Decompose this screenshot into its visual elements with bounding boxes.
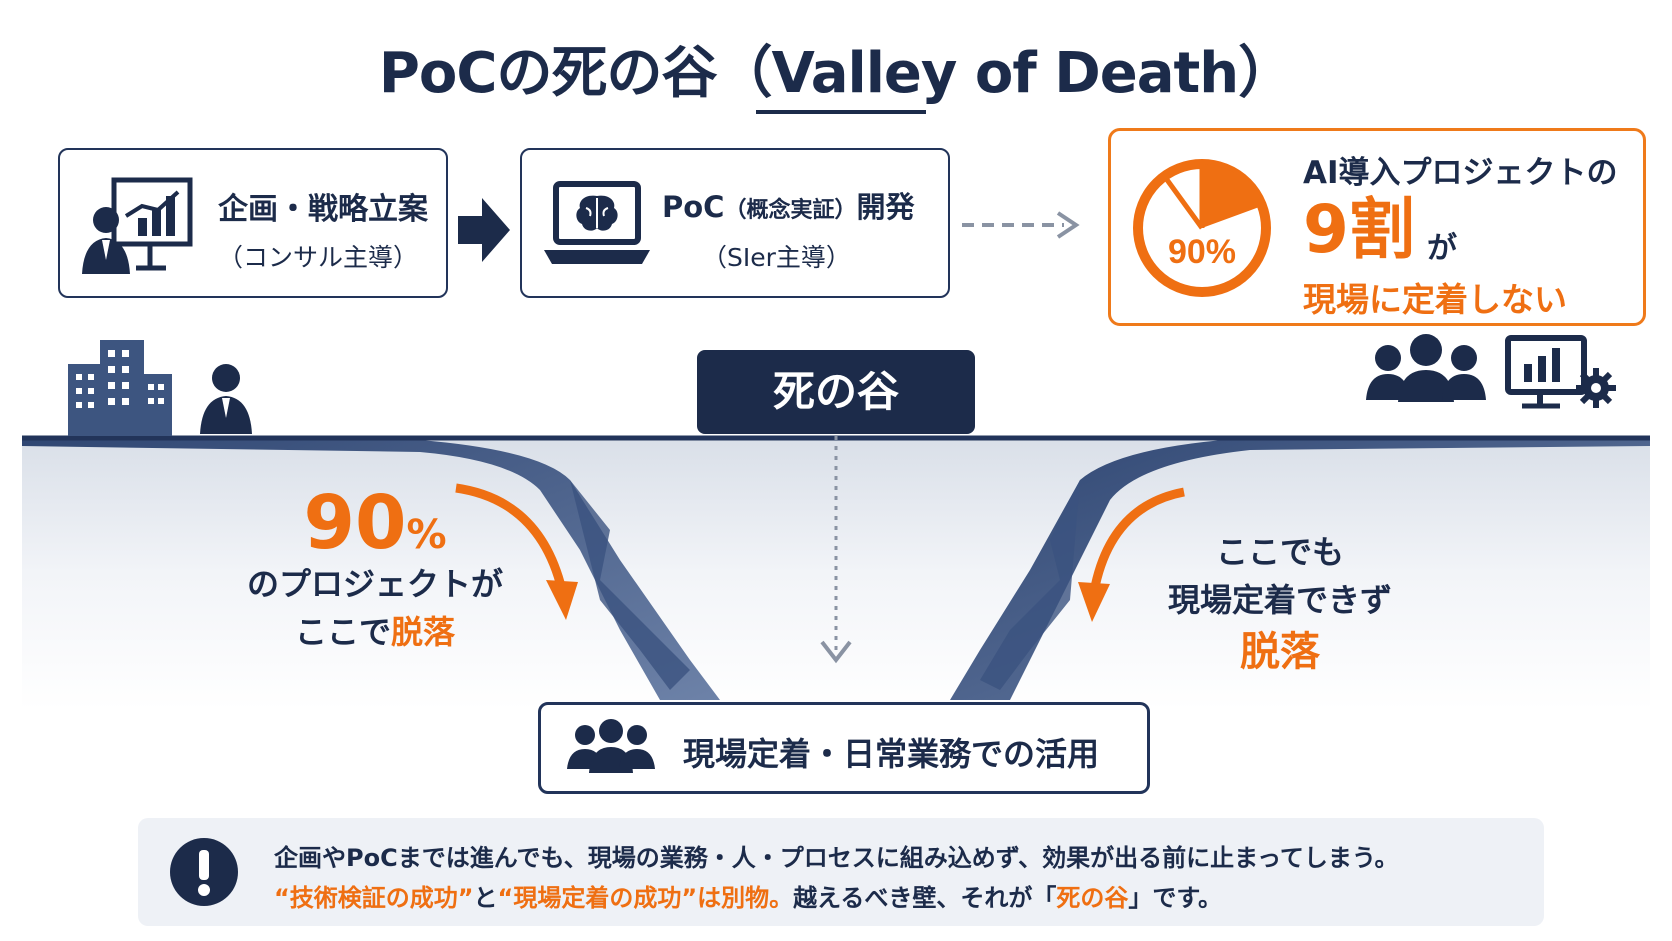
business-person-icon — [200, 364, 252, 434]
failure-stat-box: 90% AI導入プロジェクトの 9割 が 現場に定着しない — [1108, 128, 1646, 326]
pie-label: 90% — [1168, 233, 1236, 271]
team-icon — [567, 719, 655, 773]
monitor-gear-icon — [1505, 335, 1616, 409]
title-underline — [756, 110, 926, 114]
step-planning-box: 企画・戦略立案 （コンサル主導） — [58, 148, 448, 298]
step-planning-subtitle: （コンサル主導） — [218, 243, 419, 272]
right-drop-arrow-icon — [1078, 487, 1185, 622]
presenter-chart-icon — [82, 177, 193, 274]
step-planning-title: 企画・戦略立案 — [218, 192, 428, 227]
stat-particle: が — [1427, 231, 1457, 266]
note-line2: “技術検証の成功”と“現場定着の成功”は別物。越えるべき壁、それが「死の谷」です… — [274, 878, 1222, 913]
stat-line3: 現場に定着しない — [1303, 280, 1567, 319]
left-dropout-line2: ここで脱落 — [220, 608, 530, 656]
note-ending: 」です。 — [1128, 884, 1222, 912]
left-dropout-percent: 90% — [220, 486, 530, 560]
left-percent-number: 90 — [303, 480, 407, 566]
left-dropout-accent: 脱落 — [391, 613, 456, 651]
summary-note: 企画やPoCまでは進んでも、現場の業務・人・プロセスに組み込めず、効果が出る前に… — [138, 818, 1544, 926]
right-dropout-line1: ここでも — [1215, 533, 1344, 571]
left-dropout-text: 90% のプロジェクトが ここで脱落 — [220, 486, 530, 656]
left-dropout-prefix: ここで — [294, 613, 391, 651]
adoption-box: 現場定着・日常業務での活用 — [538, 702, 1150, 794]
valley-illustration — [22, 334, 1650, 710]
valley-of-death-label: 死の谷 — [697, 350, 975, 434]
page-title: PoCの死の谷（Valley of Death） — [378, 41, 1294, 106]
stat-line1: AI導入プロジェクトの — [1303, 155, 1618, 191]
step-poc-title: PoC（概念実証）開発 — [662, 184, 915, 226]
adoption-label: 現場定着・日常業務での活用 — [683, 735, 1100, 773]
step-poc-subtitle: （SIer主導） — [702, 243, 851, 272]
exclamation-icon — [170, 838, 238, 906]
note-line1: 企画やPoCまでは進んでも、現場の業務・人・プロセスに組み込めず、効果が出る前に… — [274, 844, 1399, 872]
arrow-right-icon — [458, 198, 510, 262]
right-dropout-accent: 脱落 — [1240, 629, 1320, 675]
step-poc-title-tail: 開発 — [856, 190, 915, 224]
step-poc-title-paren: （概念実証） — [724, 198, 857, 223]
pie-90-percent: 90% — [1133, 159, 1271, 297]
note-field-success: “現場定着の成功”は別物。 — [497, 884, 794, 912]
note-tech-success: “技術検証の成功” — [274, 884, 474, 912]
left-drop-arrow-icon — [455, 483, 578, 620]
note-and: と — [473, 884, 498, 912]
left-percent-unit: % — [406, 512, 447, 558]
right-dropout-text: ここでも 現場定着できず 脱落 — [1130, 528, 1430, 680]
note-wall-text: 越えるべき壁、それが「 — [793, 884, 1057, 912]
dotted-arrow-down-icon — [820, 640, 852, 664]
note-valley-word: 死の谷 — [1056, 884, 1129, 912]
step-poc-box: PoC（概念実証）開発 （SIer主導） — [520, 148, 950, 298]
step-poc-title-main: PoC — [662, 190, 725, 224]
dashed-arrow-right-icon — [962, 211, 1080, 239]
left-dropout-line1: のプロジェクトが — [246, 565, 503, 603]
right-dropout-line2: 現場定着できず — [1167, 581, 1392, 619]
building-icon — [68, 340, 172, 436]
team-icon — [1366, 334, 1486, 402]
laptop-brain-icon — [544, 181, 650, 264]
stat-big-number: 9割 — [1303, 191, 1415, 268]
